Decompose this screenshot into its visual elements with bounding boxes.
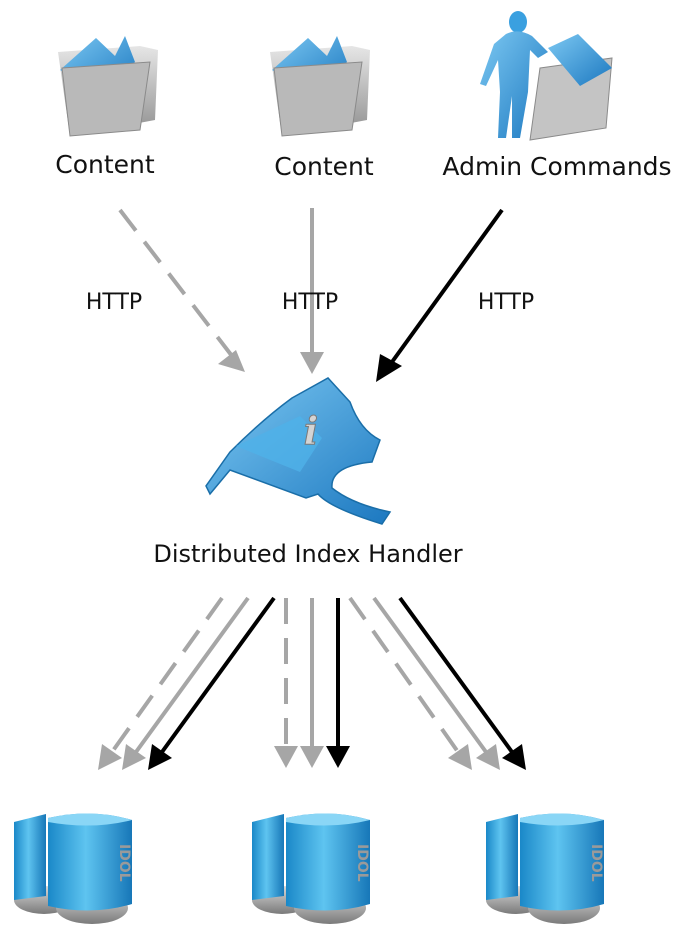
protocol-label-2: HTTP (281, 290, 339, 315)
handler-label: Distributed Index Handler (153, 540, 463, 568)
protocol-label-1: HTTP (85, 290, 143, 315)
source-label-content-1: Content (55, 150, 155, 179)
dih-hub-icon: i (205, 377, 392, 525)
idol-badge: IDOL (116, 844, 132, 882)
content-folder-icon (270, 36, 370, 137)
idol-server-icon: IDOL (14, 813, 132, 924)
source-label-admin: Admin Commands (442, 152, 672, 181)
arrows-to-server-3 (348, 596, 526, 770)
arrow-admin-to-handler (376, 208, 504, 382)
info-glyph: i (304, 408, 318, 453)
arrow-content-2-to-handler (300, 208, 324, 374)
idol-badge: IDOL (354, 844, 370, 882)
protocol-label-3: HTTP (477, 290, 535, 315)
admin-figure-folder-icon (480, 11, 613, 141)
source-label-content-2: Content (274, 152, 374, 181)
idol-badge: IDOL (588, 844, 604, 882)
arrows-to-server-2 (274, 598, 350, 768)
idol-server-icon: IDOL (486, 813, 604, 924)
content-folder-icon (58, 36, 158, 137)
arrows-to-server-1 (98, 596, 276, 770)
idol-server-icon: IDOL (252, 813, 370, 924)
arrow-content-1-to-handler (118, 208, 245, 372)
